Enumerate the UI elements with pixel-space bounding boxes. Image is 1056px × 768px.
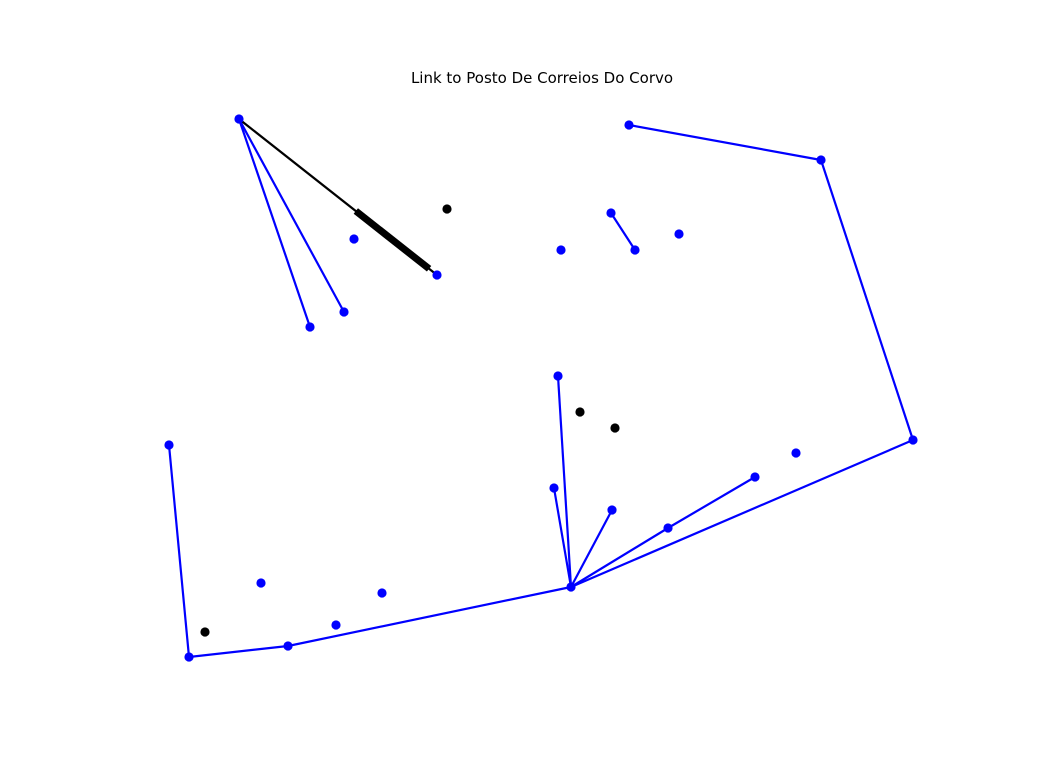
network-node-n28 [283, 641, 293, 651]
network-link-n7-n8 [628, 123, 822, 162]
network-node-n5 [432, 270, 442, 280]
network-link-n1-n2 [237, 118, 312, 328]
network-node-n26 [331, 620, 341, 630]
network-link-n16-n22 [570, 438, 914, 589]
network-node-n23 [164, 440, 174, 450]
network-node-n27 [200, 627, 210, 637]
highlight-link-layer [238, 118, 438, 276]
network-node-n21 [663, 523, 673, 533]
network-link-n20-n22 [570, 509, 613, 588]
network-node-n19 [549, 483, 559, 493]
network-node-n24 [256, 578, 266, 588]
network-node-n6 [442, 204, 452, 214]
network-node-n3 [339, 307, 349, 317]
network-node-n25 [377, 588, 387, 598]
network-node-n9 [606, 208, 616, 218]
network-link-n18-n21 [667, 476, 756, 529]
network-link-n29-n23 [167, 444, 191, 658]
network-node-n29 [184, 652, 194, 662]
network-node-n12 [674, 229, 684, 239]
network-node-n10 [630, 245, 640, 255]
network-link-n19-n22 [552, 487, 573, 588]
network-node-n16 [908, 435, 918, 445]
network-link-n21-n22 [570, 527, 669, 588]
network-node-n8 [816, 155, 826, 165]
network-node-n2 [305, 322, 315, 332]
network-node-n15 [610, 423, 620, 433]
network-node-n4 [349, 234, 359, 244]
network-node-n22 [566, 582, 576, 592]
network-link-n9-n10 [610, 212, 636, 251]
network-node-n14 [575, 407, 585, 417]
network-link-n28-n29 [188, 644, 289, 659]
node-layer [164, 114, 918, 662]
network-link-n22-n28 [287, 585, 572, 648]
network-node-n1 [234, 114, 244, 124]
network-node-n17 [791, 448, 801, 458]
network-link-n1-n3 [238, 118, 345, 313]
network-node-n11 [556, 245, 566, 255]
network-node-n18 [750, 472, 760, 482]
network-link-n8-n16 [819, 159, 915, 441]
network-node-n13 [553, 371, 563, 381]
network-node-n7 [624, 120, 634, 130]
network-node-n20 [607, 505, 617, 515]
chart-title: Link to Posto De Correios Do Corvo [410, 69, 674, 87]
highlight-link-arrow [353, 208, 432, 272]
edge-layer [167, 118, 915, 659]
network-link-n13-n22 [556, 375, 573, 588]
